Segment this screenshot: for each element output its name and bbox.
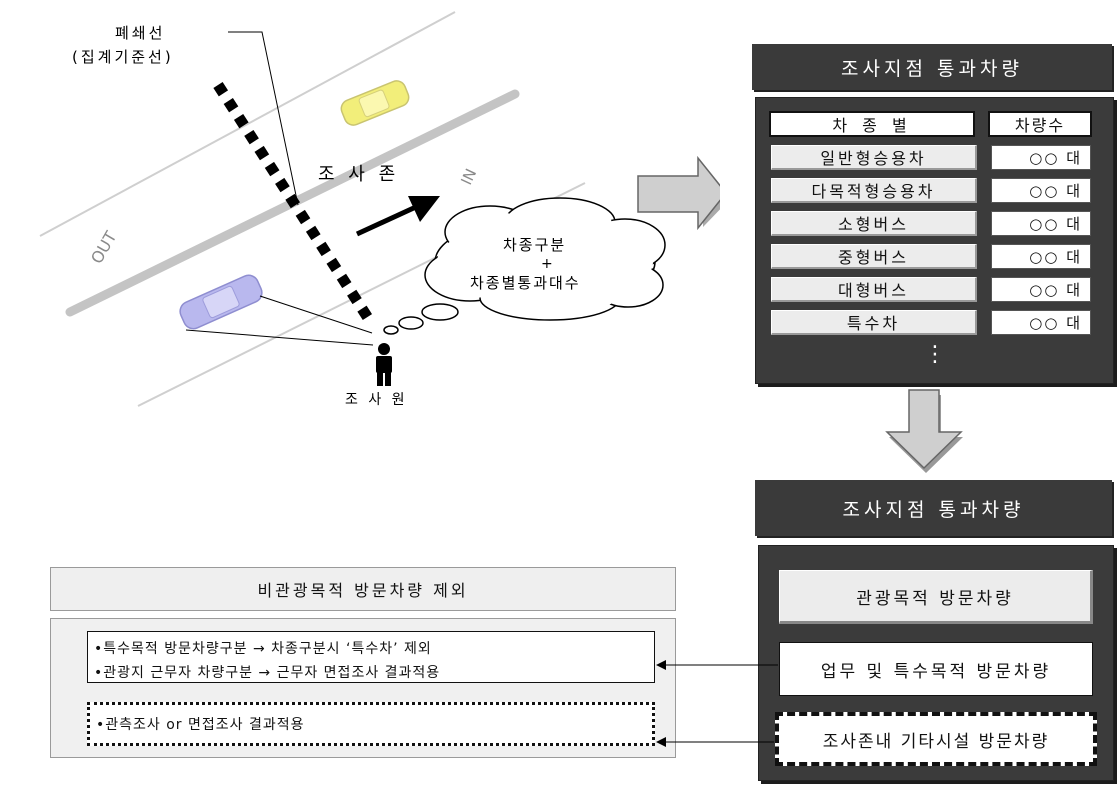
business-special-visitor-box: 업무 및 특수목적 방문차량 [779,642,1093,696]
tourism-visitor-box: 관광목적 방문차량 [779,570,1093,624]
surveyor-label: 조 사 원 [345,392,408,408]
connector-arrows [656,660,778,747]
vehicle-count-cell: ○○ 대 [991,178,1091,203]
vehicle-type-cell: 대형버스 [771,277,977,302]
vehicle-count-cell: ○○ 대 [991,145,1091,170]
count-panel-title: 조사지점 통과차량 [752,44,1112,90]
exclusion-panel-title: 비관광목적 방문차량 제외 [50,567,676,611]
vehicle-count-cell: ○○ 대 [991,277,1091,302]
vehicle-type-cell: 일반형승용차 [771,145,977,170]
road-edge-top [39,11,456,237]
in-label: IN [457,166,480,188]
vehicle-type-cell: 다목적형승용차 [771,178,977,203]
rule-line: •특수목적 방문차량구분 → 차종구분시 ‘특수차’ 제외 [94,641,432,657]
other-facility-visitor-box: 조사존내 기타시설 방문차량 [775,712,1097,766]
blue-car-icon [179,274,263,330]
vehicle-type-cell: 특수차 [771,310,977,335]
surveyor-person-icon [376,343,392,386]
out-label: OUT [87,228,121,267]
cordon-line [213,82,373,321]
vehicle-type-cell: 중형버스 [771,244,977,269]
sight-line-cordon [259,295,373,334]
cloud-text-line2: + [541,256,553,272]
cordon-line-label: 폐쇄선 [115,24,165,42]
observation-survey-box: •관측조사 or 면접조사 결과적용 [87,702,655,746]
category-panel: 관광목적 방문차량 업무 및 특수목적 방문차량 조사존내 기타시설 방문차량 [758,545,1114,781]
rule-line: •관측조사 or 면접조사 결과적용 [96,717,305,733]
sight-line-car [185,329,374,346]
connector-arrowhead-facility [656,737,666,747]
more-rows-ellipsis: ⋮ [924,342,946,367]
vehicle-count-cell: ○○ 대 [991,211,1091,236]
cloud-text-line3: 차종별통과대수 [470,274,581,292]
in-direction-arrow-icon [355,196,440,237]
vehicle-type-cell: 소형버스 [771,211,977,236]
count-panel: 차 종 별 차량수 일반형승용차 ○○ 대 다목적형승용차 ○○ 대 소형버스 … [755,97,1114,384]
category-panel-title: 조사지점 통과차량 [755,480,1112,536]
connector-arrowhead-business [656,660,666,670]
column-header-count: 차량수 [988,111,1092,137]
cloud-text-line1: 차종구분 [503,236,566,254]
zone-label: 조 사 존 [318,164,399,185]
vehicle-count-cell: ○○ 대 [991,310,1091,335]
yellow-car-icon [340,80,410,126]
survey-scene: 폐쇄선 (집계기준선) 조 사 존 IN OUT 차종구분 + 차종별통과대수 … [39,11,720,408]
exclusion-panel: •특수목적 방문차량구분 → 차종구분시 ‘특수차’ 제외 •관광지 근무자 차… [50,618,676,758]
cordon-leader-line [228,31,299,206]
down-arrow-icon [885,389,963,473]
vehicle-count-cell: ○○ 대 [991,244,1091,269]
column-header-type: 차 종 별 [769,111,975,137]
cordon-line-sublabel: (집계기준선) [72,48,174,66]
right-arrow-icon [637,155,720,231]
rule-line: •관광지 근무자 차량구분 → 근무자 면접조사 결과적용 [94,665,441,681]
special-purpose-rules-box: •특수목적 방문차량구분 → 차종구분시 ‘특수차’ 제외 •관광지 근무자 차… [87,631,655,683]
